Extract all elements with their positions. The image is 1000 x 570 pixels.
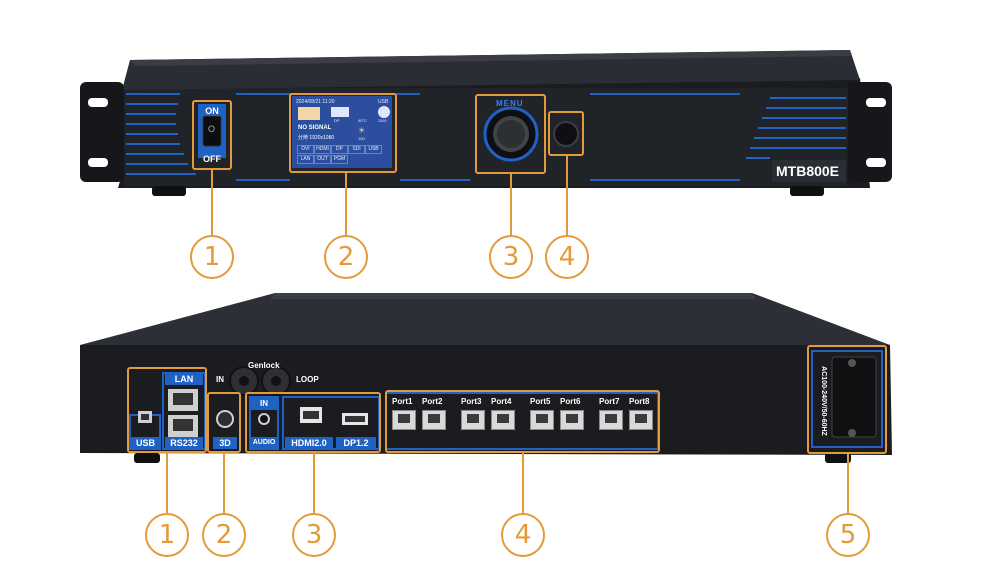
port-label: Port1 [392, 397, 413, 406]
hdmi-label: HDMI2.0 [285, 437, 333, 449]
lcd-cell: SDI [348, 145, 365, 154]
port-label: Port2 [422, 397, 443, 406]
ethernet-port-1[interactable] [392, 410, 416, 430]
usb-label: USB [131, 437, 160, 449]
callout-number: 4 [501, 513, 545, 557]
audio-label: AUDIO [251, 437, 277, 449]
genlock-loop-label: LOOP [296, 375, 319, 384]
lcd-cell: DP [331, 145, 348, 154]
callout-number: 4 [545, 235, 589, 279]
callout-box-power-switch [192, 100, 232, 170]
ethernet-port-8[interactable] [629, 410, 653, 430]
callout-lead [566, 156, 568, 235]
ethernet-port-2[interactable] [422, 410, 446, 430]
callout-lead [847, 454, 849, 513]
lcd-icon-caption-1: DP [334, 118, 340, 123]
lcd-datetime: 2024/08/21 11:20 [296, 99, 335, 105]
ethernet-port-7[interactable] [599, 410, 623, 430]
power-off-label: OFF [203, 154, 221, 164]
lcd-icon-caption-3: 1100 [378, 118, 387, 123]
ethernet-port-6[interactable] [560, 410, 584, 430]
power-on-label: ON [198, 106, 226, 116]
dp-label: DP1.2 [336, 437, 376, 449]
callout-number: 2 [324, 235, 368, 279]
callout-box-usb-lan-rs232 [127, 367, 207, 453]
lcd-resolution: 分辨 1920x1080 [298, 135, 335, 141]
rs232-label: RS232 [165, 437, 203, 449]
lcd-usb-label: USB [378, 99, 389, 105]
callout-box-button[interactable] [548, 111, 584, 156]
genlock-label: Genlock [248, 361, 280, 370]
audio-in-label: IN [251, 398, 277, 410]
callout-box-audio-hdmi-dp [245, 392, 381, 453]
port-label: Port8 [629, 397, 650, 406]
lcd-cell: PGM [331, 155, 348, 164]
lcd-cell: DVI [297, 145, 314, 154]
front-chassis-body [80, 50, 892, 196]
port-label: Port7 [599, 397, 620, 406]
callout-box-lcd [289, 93, 397, 173]
callout-lead [313, 453, 315, 513]
callout-lead [166, 453, 168, 513]
menu-label: MENU [496, 99, 524, 108]
lcd-icon-caption-2: 40°C [358, 118, 367, 123]
lan-label: LAN [165, 373, 203, 385]
callout-lead [211, 170, 213, 235]
lcd-status: NO SIGNAL [298, 125, 332, 131]
port-label: Port6 [560, 397, 581, 406]
callout-box-3d [207, 392, 241, 453]
lcd-cell: HDMI [314, 145, 331, 154]
ethernet-port-3[interactable] [461, 410, 485, 430]
port-label: Port5 [530, 397, 551, 406]
callout-lead [223, 453, 225, 513]
callout-lead [510, 174, 512, 235]
callout-lead [522, 453, 524, 513]
ethernet-port-4[interactable] [491, 410, 515, 430]
callout-box-ethernet-ports [385, 390, 660, 453]
rear-chassis-body [80, 293, 892, 463]
callout-number: 1 [145, 513, 189, 557]
lcd-cell: USB [365, 145, 382, 154]
lcd-cell: OUT [314, 155, 331, 164]
callout-number: 5 [826, 513, 870, 557]
lcd-brightness-icon: ☀ [358, 126, 366, 135]
lcd-brightness-caption: 100 [358, 136, 365, 141]
callout-lead [345, 173, 347, 235]
3d-label: 3D [213, 437, 237, 449]
lcd-cell: LAN [297, 155, 314, 164]
callout-box-menu-knob[interactable] [475, 94, 546, 174]
ethernet-port-5[interactable] [530, 410, 554, 430]
genlock-in-label: IN [216, 375, 224, 384]
model-name: MTB800E [776, 163, 840, 179]
callout-box-power-inlet [807, 345, 887, 454]
port-label: Port4 [491, 397, 512, 406]
port-label: Port3 [461, 397, 482, 406]
power-switch-symbol[interactable]: O [208, 124, 216, 134]
callout-number: 3 [489, 235, 533, 279]
callout-number: 3 [292, 513, 336, 557]
callout-number: 1 [190, 235, 234, 279]
callout-number: 2 [202, 513, 246, 557]
